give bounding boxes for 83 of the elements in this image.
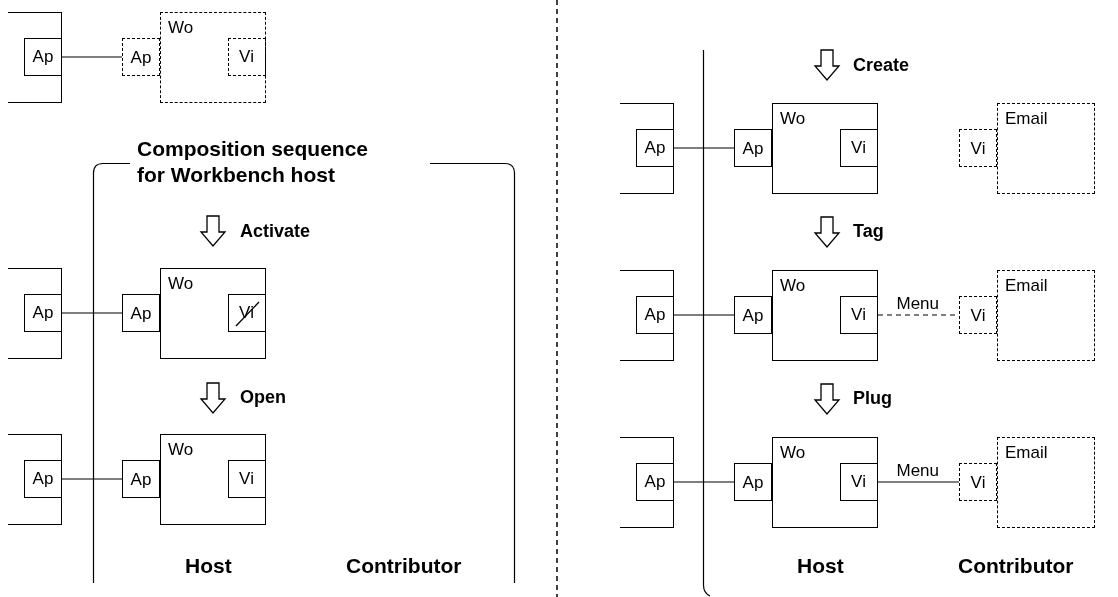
port-box bbox=[122, 294, 160, 332]
step-label: Open bbox=[240, 388, 286, 406]
column-heading: Host bbox=[797, 555, 844, 576]
port-box bbox=[959, 463, 997, 501]
component-box bbox=[997, 437, 1095, 528]
port-label: Ap bbox=[130, 304, 152, 322]
app-bracket bbox=[620, 103, 674, 194]
port-box bbox=[734, 129, 772, 167]
component-label: Wo bbox=[168, 19, 194, 36]
edge-label: Menu bbox=[896, 295, 940, 312]
connector-line bbox=[61, 478, 123, 480]
port-label: Vi bbox=[851, 473, 866, 490]
port-box bbox=[734, 296, 772, 334]
port-label: Ap bbox=[32, 304, 54, 321]
step-label: Activate bbox=[240, 222, 311, 240]
component-box bbox=[772, 437, 878, 528]
port-label: Ap bbox=[742, 139, 764, 157]
app-bracket bbox=[8, 12, 62, 103]
port-box bbox=[636, 462, 674, 501]
app-bracket bbox=[620, 270, 674, 361]
port-label: Ap bbox=[742, 306, 764, 324]
port-label: Vi bbox=[970, 306, 986, 324]
component-box bbox=[772, 103, 878, 194]
port-box bbox=[636, 295, 674, 334]
app-bracket bbox=[8, 434, 62, 525]
port-label: Ap bbox=[644, 473, 666, 490]
port-box bbox=[734, 463, 772, 501]
port-label: Vi bbox=[239, 48, 254, 65]
edge-label: Menu bbox=[896, 462, 940, 479]
port-box bbox=[24, 459, 62, 498]
port-box bbox=[24, 37, 62, 76]
component-label: Wo bbox=[168, 275, 194, 292]
component-label: Wo bbox=[168, 441, 194, 458]
port-box bbox=[959, 296, 997, 334]
port-label: Ap bbox=[32, 470, 54, 487]
port-label: Ap bbox=[32, 48, 54, 65]
connector-line bbox=[673, 481, 735, 483]
component-box bbox=[997, 270, 1095, 361]
port-label: Ap bbox=[644, 139, 666, 156]
app-bracket bbox=[620, 437, 674, 528]
component-box bbox=[160, 434, 266, 525]
component-label: Email bbox=[1005, 110, 1048, 127]
component-box bbox=[160, 268, 266, 359]
port-label: Vi bbox=[851, 306, 866, 323]
component-label: Email bbox=[1005, 277, 1048, 294]
step-label: Tag bbox=[853, 222, 884, 240]
port-label: Vi bbox=[851, 139, 866, 156]
app-bracket bbox=[8, 268, 62, 359]
port-box bbox=[122, 460, 160, 498]
port-box bbox=[227, 459, 266, 498]
step-label: Plug bbox=[853, 389, 892, 407]
port-label: Ap bbox=[742, 473, 764, 491]
port-box bbox=[636, 128, 674, 167]
connector-line bbox=[61, 312, 123, 314]
port-box bbox=[839, 128, 878, 167]
component-box bbox=[160, 12, 266, 103]
port-label: Ap bbox=[130, 48, 152, 66]
port-box bbox=[24, 293, 62, 332]
step-label: Create bbox=[853, 56, 910, 74]
column-heading: Contributor bbox=[958, 555, 1074, 576]
port-box bbox=[959, 129, 997, 167]
component-label: Wo bbox=[780, 444, 806, 461]
port-label: Vi bbox=[970, 473, 986, 491]
component-label: Wo bbox=[780, 277, 806, 294]
column-heading: Contributor bbox=[346, 555, 462, 576]
component-label: Wo bbox=[780, 110, 806, 127]
port-box bbox=[839, 462, 878, 501]
connector-line bbox=[61, 56, 123, 58]
component-box bbox=[772, 270, 878, 361]
connector-line bbox=[877, 481, 960, 483]
component-box bbox=[997, 103, 1095, 194]
port-box bbox=[227, 37, 266, 76]
port-box bbox=[839, 295, 878, 334]
port-box bbox=[122, 38, 160, 76]
port-label: Ap bbox=[644, 306, 666, 323]
port-label: Ap bbox=[130, 470, 152, 488]
connector-line bbox=[673, 147, 735, 149]
frame-title: Composition sequence for Workbench host bbox=[137, 136, 370, 189]
port-label: Vi bbox=[239, 470, 254, 487]
column-heading: Host bbox=[185, 555, 232, 576]
connector-line bbox=[673, 314, 735, 316]
port-label: Vi bbox=[970, 139, 986, 157]
component-label: Email bbox=[1005, 444, 1048, 461]
